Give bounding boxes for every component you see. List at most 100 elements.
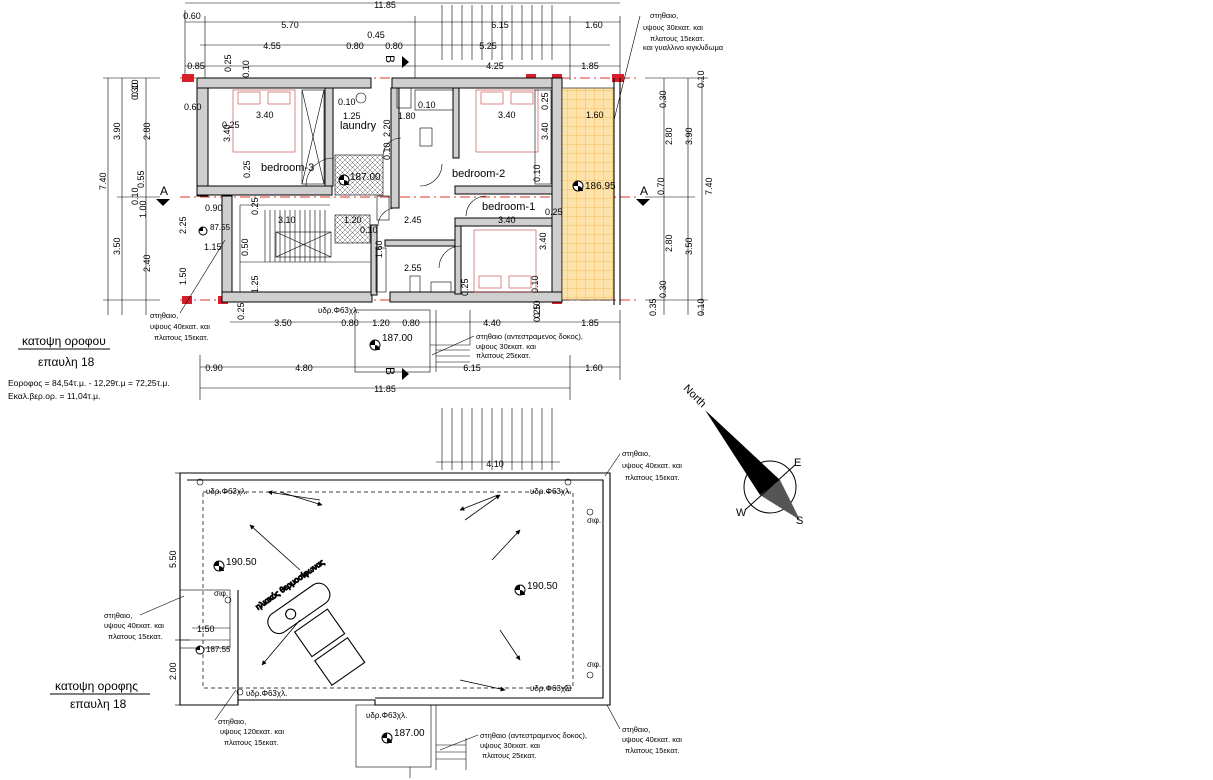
dim-int-220: 2.20 [382, 119, 392, 137]
dim-left-010: 0.10 [130, 187, 140, 205]
roof-sif-1: σιφ. [587, 516, 601, 525]
roof-dim-550: 5.50 [168, 550, 178, 568]
dim-top-10: 0.10 [241, 60, 251, 78]
level-left: 87.55 [210, 223, 231, 232]
roof-drains [196, 478, 594, 696]
dim-right-010b: 0.10 [696, 298, 706, 316]
note-line: υψους 30εκατ. και [480, 741, 540, 750]
dim-lines-left [103, 77, 160, 315]
dim-int-025f: 0.25 [250, 197, 260, 215]
roof-level-1: 190.50 [213, 557, 257, 572]
dim-right-035: 0.35 [648, 298, 658, 316]
dim-bot-185: 1.85 [581, 318, 599, 328]
roof-level-value-1: 190.50 [226, 557, 257, 568]
roof-ledge [179, 589, 231, 649]
note-line: υψους 40εκατ. και [622, 735, 682, 744]
dim-int-050: 0.50 [240, 238, 250, 256]
walls [196, 77, 563, 303]
roof-level-2: 190.50 [514, 581, 558, 596]
fixtures [301, 87, 552, 293]
dim-right-280b: 2.80 [664, 234, 674, 252]
dim-int-025h: 0.25 [532, 304, 542, 322]
floor-title: κατοψη οροφου [22, 334, 106, 348]
note-line: υψους 40εκατ. και [622, 461, 682, 470]
dim-bot-010: 0.10 [532, 300, 542, 318]
dim-bot-120: 1.20 [372, 318, 390, 328]
roof-dashed [202, 491, 574, 689]
dim-left-150: 1.50 [178, 267, 188, 285]
dim-top-6: 0.80 [346, 41, 364, 51]
dim-int-125: 1.25 [343, 111, 361, 121]
roof-drain-2: υδρ.Φ63χλ. [530, 487, 571, 496]
note-line: στηθαιο (αντεστραμενος δοκος), [476, 332, 583, 341]
dim-right-030: 0.30 [658, 90, 668, 108]
roof-note-right-top: στηθαιο, υψους 40εκατ. και πλατους 15εκα… [604, 449, 682, 482]
level-balcony: 186.95 [585, 181, 616, 192]
note-line: στηθαιο, [218, 717, 246, 726]
level-marker-stair: 187.00 [338, 172, 381, 186]
roof-sif-3: σιφ. [214, 589, 228, 598]
dim-int-010b: 0.10 [418, 100, 436, 110]
note-line: πλατους 15εκατ. [625, 473, 680, 482]
room-bedroom-1: bedroom-1 [482, 201, 535, 213]
dim-top-11: 4.25 [486, 61, 504, 71]
note-line: πλατους 15εκατ. [650, 34, 705, 43]
slope-arrows [249, 490, 521, 692]
dim-int-025c: 0.25 [540, 92, 550, 110]
room-bedroom-2: bedroom-2 [452, 168, 505, 180]
note-line: υψους 40εκατ. και [150, 322, 210, 331]
dim-top-12: 1.85 [581, 61, 599, 71]
dim-int-160: 1.60 [586, 110, 604, 120]
compass-east: E [794, 457, 801, 469]
floor-subtitle: επαυλη 18 [38, 355, 95, 369]
dim-left-225: 2.25 [178, 216, 188, 234]
section-a-right: A [640, 184, 648, 198]
roof-note-bottom-mid: στηθαιο (αντεστραμενος δοκος), υψους 30ε… [439, 731, 587, 760]
dim-int-010f: 0.10 [530, 275, 540, 293]
roof-entry [355, 704, 467, 778]
beds [232, 89, 539, 293]
roof-drain-1: υδρ.Φ63χλ. [206, 487, 247, 496]
dim-int-245: 2.45 [404, 215, 422, 225]
dim-right-350: 3.50 [684, 237, 694, 255]
level-stair: 187.00 [350, 172, 381, 183]
dim-int-340f: 3.40 [538, 232, 548, 250]
dim-int-025d: 0.25 [242, 160, 252, 178]
dim-top-045: 0.45 [367, 30, 385, 40]
dim-top-9: 0.85 [187, 61, 205, 71]
roof-drain-5: υδρ.Φ63χλ. [366, 711, 407, 720]
roof-drain-4: υδρ.Φ63χλ. [246, 689, 287, 698]
note-line: υψους 120εκατ. και [220, 727, 284, 736]
stairs [239, 154, 384, 292]
note-line: στηθαιο, [104, 611, 132, 620]
roof-sif-2: σιφ. [587, 660, 601, 669]
dim-top-8: 5.25 [479, 41, 497, 51]
dim-right-390: 3.90 [684, 127, 694, 145]
dim-left-100: 1.00 [138, 200, 148, 218]
dim-left-055: 0.55 [136, 170, 146, 188]
dim-int-340e: 3.40 [498, 215, 516, 225]
dim-bot-480: 4.80 [295, 363, 313, 373]
roof-level-value-4: 187.00 [394, 728, 425, 739]
note-line: στηθαιο, [622, 449, 650, 458]
dim-left-350: 3.50 [112, 237, 122, 255]
dim-int-125: 1.25 [250, 275, 260, 293]
area-line-2: Εκαλ.βερ.ορ. = 11,04τ.μ. [8, 391, 100, 401]
dim-bot-615: 6.15 [463, 363, 481, 373]
note-bottom-mid: στηθαιο (αντεστραμενος δοκος), υψους 30ε… [431, 332, 583, 360]
pergola-roof [436, 408, 560, 470]
level-marker-balcony: 186.95 [572, 180, 616, 192]
note-line: υψους 40εκατ. και [104, 621, 164, 630]
dim-left-280: 2.80 [142, 122, 152, 140]
note-line: πλατους 15εκατ. [224, 738, 279, 747]
roof-level-value-3: 187.55 [206, 645, 231, 654]
dim-top-2: 5.70 [281, 20, 299, 30]
dim-int-010e: 0.10 [360, 225, 378, 235]
dim-left-740: 7.40 [98, 172, 108, 190]
dim-bot-090: 0.90 [205, 363, 223, 373]
dim-int-160b: 1.60 [374, 240, 384, 258]
roof-note-left: στηθαιο, υψους 40εκατ. και πλατους 15εκα… [104, 595, 185, 641]
level-entry: 187.00 [382, 333, 413, 344]
level-marker-entry: 187.00 [369, 333, 413, 351]
